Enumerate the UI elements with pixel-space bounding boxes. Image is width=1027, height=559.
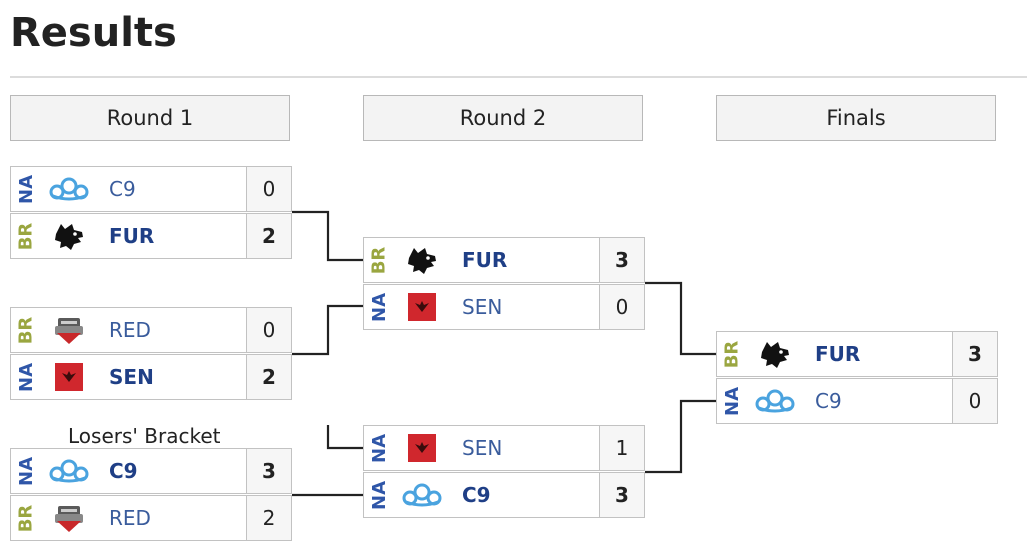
cloud9-logo-icon <box>41 167 97 211</box>
team-score: 3 <box>599 473 644 517</box>
region-label: NA <box>364 473 394 517</box>
sentinels-logo-icon <box>394 285 450 329</box>
region-label: BR <box>717 332 747 376</box>
losers-bracket-label: Losers' Bracket <box>68 424 221 448</box>
region-text: NA <box>15 174 37 204</box>
team-score: 2 <box>246 355 291 399</box>
team-name[interactable]: C9 <box>109 177 136 201</box>
sentinels-logo-icon <box>41 355 97 399</box>
connector-r2m1-to-finals <box>645 281 716 356</box>
team-name[interactable]: FUR <box>462 248 508 272</box>
cloud9-logo-icon <box>41 449 97 493</box>
team-name[interactable]: C9 <box>462 483 491 507</box>
round-header-round-2: Round 2 <box>363 95 643 141</box>
region-label: NA <box>717 379 747 423</box>
match-row[interactable]: NA C9 0 <box>10 166 292 212</box>
team-name[interactable]: FUR <box>815 342 861 366</box>
team-name[interactable]: SEN <box>462 436 503 460</box>
region-text: BR <box>368 246 390 274</box>
team-score: 2 <box>246 496 291 540</box>
red-canids-logo-icon <box>41 308 97 352</box>
team-name[interactable]: RED <box>109 506 151 530</box>
region-label: BR <box>11 496 41 540</box>
team-score: 0 <box>599 285 644 329</box>
team-name[interactable]: SEN <box>462 295 503 319</box>
cloud9-logo-icon <box>747 379 803 423</box>
region-text: NA <box>721 386 743 416</box>
furia-panther-logo-icon <box>41 214 97 258</box>
sentinels-logo-icon <box>394 426 450 470</box>
region-label: NA <box>11 167 41 211</box>
team-name[interactable]: C9 <box>815 389 842 413</box>
team-score: 3 <box>952 332 997 376</box>
region-label: NA <box>11 449 41 493</box>
connector-r1m1-to-r2m1 <box>292 210 363 262</box>
furia-panther-logo-icon <box>394 238 450 282</box>
match-row[interactable]: NA C9 3 <box>10 448 292 494</box>
region-text: BR <box>15 504 37 532</box>
region-text: BR <box>15 222 37 250</box>
match-row[interactable]: BR RED 2 <box>10 495 292 541</box>
region-text: NA <box>368 292 390 322</box>
connector-r2m2-to-finals <box>645 399 716 474</box>
region-text: BR <box>15 316 37 344</box>
team-score: 0 <box>246 308 291 352</box>
match-row[interactable]: NA C9 0 <box>716 378 998 424</box>
team-name[interactable]: C9 <box>109 459 138 483</box>
furia-panther-logo-icon <box>747 332 803 376</box>
team-score: 3 <box>246 449 291 493</box>
team-name[interactable]: FUR <box>109 224 155 248</box>
region-label: BR <box>11 308 41 352</box>
match-row[interactable]: BR FUR 3 <box>363 237 645 283</box>
team-name[interactable]: RED <box>109 318 151 342</box>
cloud9-logo-icon <box>394 473 450 517</box>
region-label: BR <box>364 238 394 282</box>
match-row[interactable]: NA SEN 1 <box>363 425 645 471</box>
match-row[interactable]: NA SEN 0 <box>363 284 645 330</box>
region-label: NA <box>364 426 394 470</box>
region-text: NA <box>15 362 37 392</box>
region-text: NA <box>368 480 390 510</box>
region-text: NA <box>15 456 37 486</box>
match-row[interactable]: BR FUR 2 <box>10 213 292 259</box>
region-label: NA <box>364 285 394 329</box>
page-title: Results <box>10 10 177 56</box>
team-score: 1 <box>599 426 644 470</box>
region-label: NA <box>11 355 41 399</box>
team-name[interactable]: SEN <box>109 365 154 389</box>
region-text: BR <box>721 340 743 368</box>
team-score: 3 <box>599 238 644 282</box>
title-divider <box>10 76 1027 78</box>
red-canids-logo-icon <box>41 496 97 540</box>
team-score: 2 <box>246 214 291 258</box>
team-score: 0 <box>952 379 997 423</box>
match-row[interactable]: BR FUR 3 <box>716 331 998 377</box>
match-row[interactable]: NA SEN 2 <box>10 354 292 400</box>
team-score: 0 <box>246 167 291 211</box>
round-header-round-1: Round 1 <box>10 95 290 141</box>
match-row[interactable]: NA C9 3 <box>363 472 645 518</box>
match-row[interactable]: BR RED 0 <box>10 307 292 353</box>
round-header-finals: Finals <box>716 95 996 141</box>
connector-r1m2-to-r2m1 <box>292 304 363 356</box>
connector-r2m2-upper <box>326 425 363 450</box>
region-label: BR <box>11 214 41 258</box>
region-text: NA <box>368 433 390 463</box>
